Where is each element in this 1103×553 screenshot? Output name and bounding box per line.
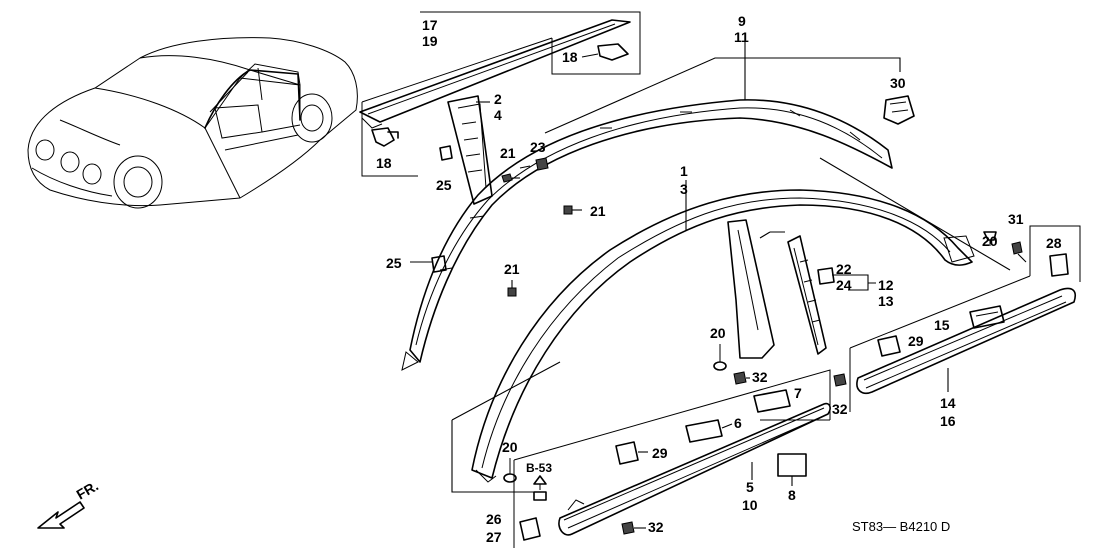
label-13: 13 [878,293,894,309]
clip-32a [733,371,750,385]
label-29-a: 29 [908,333,924,349]
label-22: 22 [836,261,852,277]
sill-group-box [849,225,1081,412]
clip-18-lower [371,127,399,147]
label-ref-b53: B-53 [526,461,552,475]
screw-21c [507,280,517,297]
label-12: 12 [878,277,894,293]
pin-20a [983,231,997,246]
label-11: 11 [734,29,749,45]
label-32-c: 32 [648,519,664,535]
car-illustration [27,37,358,209]
clip-32b [833,373,847,387]
label-30: 30 [890,75,906,91]
label-5: 5 [746,479,754,495]
lower-group-box [513,369,831,548]
label-32-a: 32 [752,369,768,385]
label-28: 28 [1046,235,1062,251]
clip-28 [1049,253,1069,277]
label-32-b: 32 [832,401,848,417]
label-29-b: 29 [652,445,668,461]
label-9: 9 [738,13,746,29]
label-10: 10 [742,497,758,513]
label-25-a: 25 [436,177,452,193]
clip-6 [685,419,733,443]
clip-29b [615,441,648,465]
leader-12-13 [832,274,876,291]
block-8 [777,453,807,486]
pin-20c [503,458,517,483]
screw-31 [1011,241,1027,263]
label-18-lower: 18 [376,155,392,171]
leader-12 [759,231,785,239]
label-2: 2 [494,91,502,107]
ref-arrow-b53 [533,475,547,501]
front-direction-arrow [37,501,85,529]
screw-21b [563,205,582,215]
label-24: 24 [836,277,852,293]
label-7: 7 [794,385,802,401]
clip-15 [969,305,1005,329]
bracket-group-box [361,11,641,177]
label-27: 27 [486,529,502,545]
label-21-a: 21 [500,145,516,161]
label-15: 15 [934,317,950,333]
roof-molding-9-11 [401,99,893,371]
label-20-a: 20 [982,233,998,249]
label-25-b: 25 [386,255,402,271]
clip-23 [535,157,549,171]
clip-25b [410,255,447,273]
label-6: 6 [734,415,742,431]
label-19: 19 [422,33,438,49]
clip-7 [753,389,791,413]
label-8: 8 [788,487,796,503]
frame-molding-1-3 [471,189,975,483]
label-16: 16 [940,413,956,429]
clip-27 [519,517,541,541]
clip-18-upper [581,43,629,61]
clip-29a [877,335,901,357]
label-4: 4 [494,107,502,123]
label-21-c: 21 [504,261,520,277]
label-18-upper: 18 [562,49,578,65]
side-sill-14-16 [856,287,1076,394]
clip-22-24 [817,267,835,285]
front-direction-label: FR. [74,477,102,502]
label-1: 1 [680,163,688,179]
leader-9-branch [544,57,901,134]
diagram-code: ST83— B4210 D [852,519,950,534]
side-sill-5-10 [558,402,831,536]
roof-molding-17-19 [359,19,631,129]
label-17: 17 [422,17,438,33]
clip-25a [439,145,453,161]
pin-20b [713,344,727,371]
clip-30 [883,95,915,125]
label-26: 26 [486,511,502,527]
clip-32c [621,521,646,535]
pillar-garnish-12-13 [787,235,827,355]
label-20-b: 20 [710,325,726,341]
label-21-b: 21 [590,203,606,219]
label-3: 3 [680,181,688,197]
label-14: 14 [940,395,956,411]
label-23: 23 [530,139,546,155]
label-20-c: 20 [502,439,518,455]
screw-21a [501,173,520,183]
label-31: 31 [1008,211,1024,227]
